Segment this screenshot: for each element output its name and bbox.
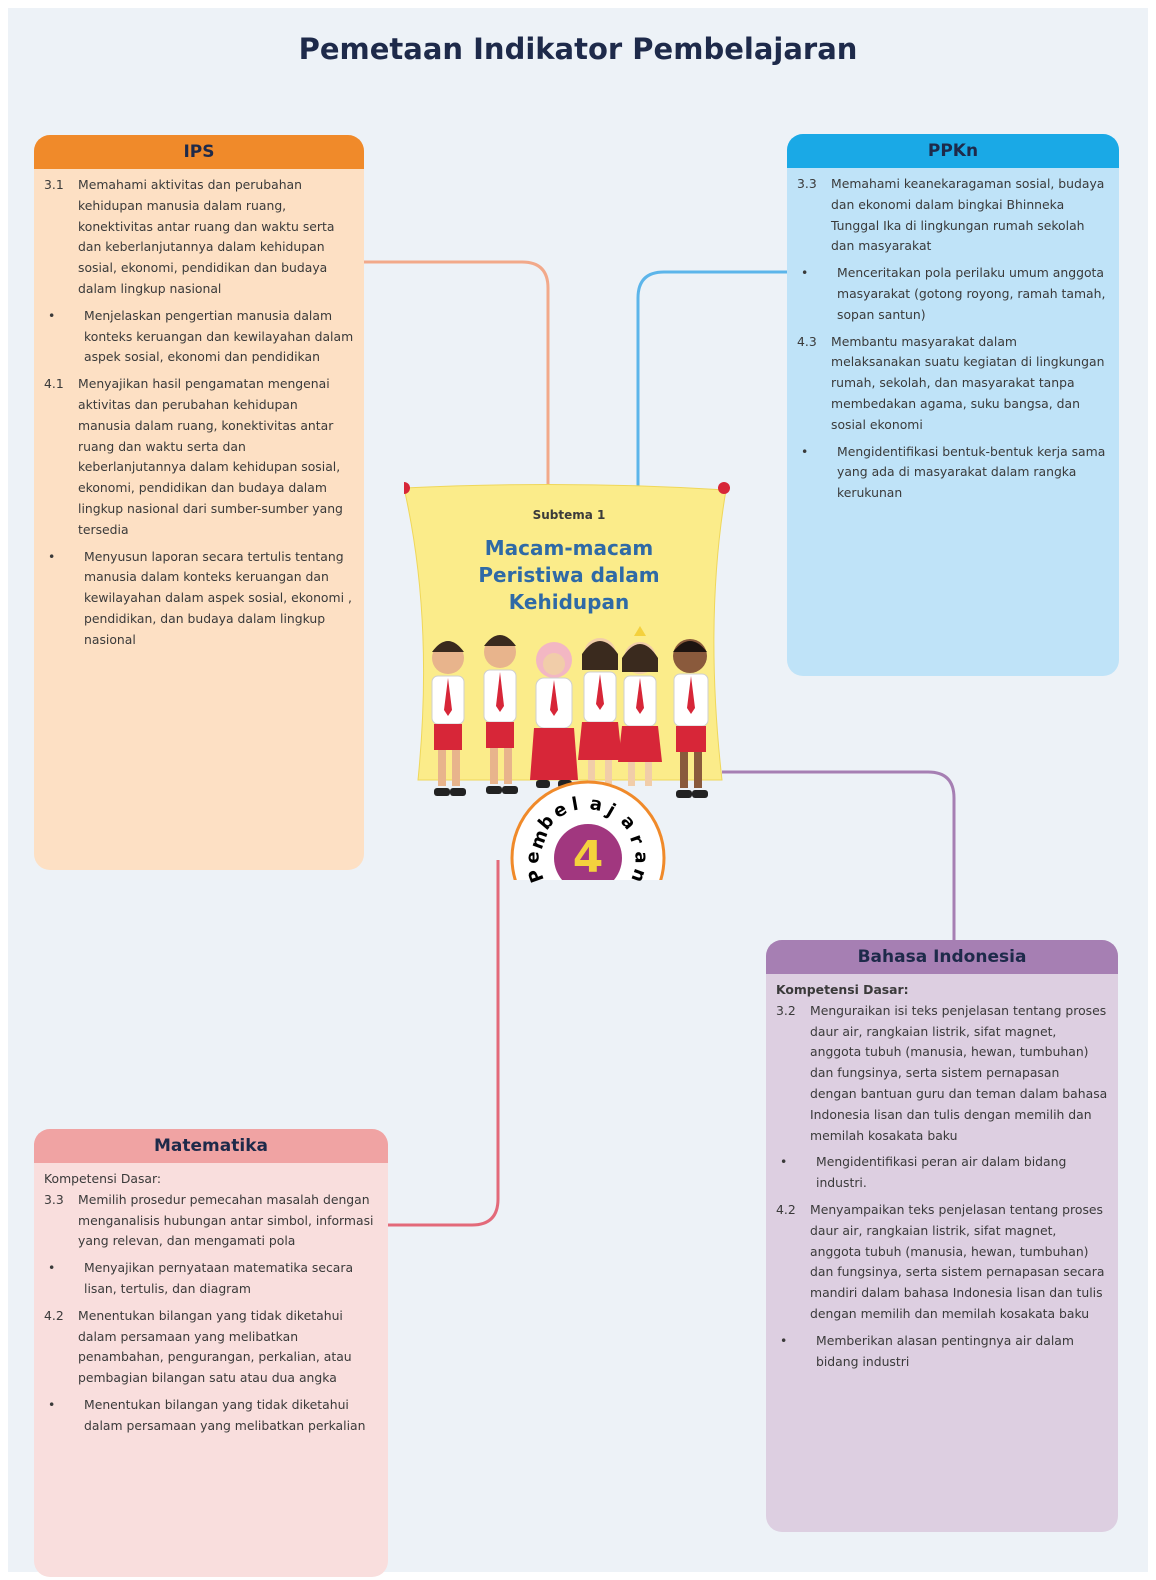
item-text: Memahami aktivitas dan perubahan kehidup… <box>78 177 335 296</box>
item-marker: 3.3 <box>44 1191 64 1207</box>
connector-bahasa <box>722 770 956 940</box>
bahasa-indonesia-box: Bahasa Indonesia Kompetensi Dasar: 3.2 M… <box>766 940 1118 1532</box>
item-marker: • <box>801 443 809 459</box>
matematika-item: • Menyajikan pernyataan matematika secar… <box>44 1258 378 1300</box>
subtema-label: Subtema 1 <box>532 508 606 522</box>
ppkn-item: 3.3 Memahami keanekaragaman sosial, buda… <box>797 174 1109 257</box>
item-marker: • <box>801 265 809 281</box>
item-marker: 4.1 <box>44 376 64 392</box>
connector-matematika <box>388 860 500 1227</box>
item-marker: 4.3 <box>797 333 817 349</box>
child-figure <box>578 638 622 784</box>
pembelajaran-letter: a <box>588 792 605 816</box>
matematika-box: Matematika Kompetensi Dasar: 3.3 Memilih… <box>34 1129 388 1577</box>
pembelajaran-letter: n <box>626 866 651 886</box>
item-marker: • <box>780 1154 788 1170</box>
item-marker: 3.1 <box>44 177 64 192</box>
pembelajaran-badge <box>510 780 666 880</box>
item-text: Membantu masyarakat dalam melaksanakan s… <box>831 333 1105 432</box>
ips-box: IPS 3.1 Memahami aktivitas dan perubahan… <box>34 135 364 870</box>
item-marker: • <box>48 1396 56 1412</box>
connector-ips <box>364 260 550 488</box>
ppkn-item: 4.3 Membantu masyarakat dalam melaksanak… <box>797 332 1109 436</box>
ppkn-item: • Mengidentifikasi bentuk-bentuk kerja s… <box>797 442 1109 504</box>
ips-heading: IPS <box>34 135 364 169</box>
item-marker: • <box>48 1260 56 1276</box>
item-text: Menguraikan isi teks penjelasan tentang … <box>810 1002 1108 1143</box>
item-marker: 4.2 <box>44 1307 64 1323</box>
matematika-heading: Matematika <box>34 1129 388 1163</box>
bahasa-indonesia-item: • Memberikan alasan pentingnya air dalam… <box>776 1331 1108 1373</box>
matematika-item: • Menentukan bilangan yang tidak diketah… <box>44 1395 378 1437</box>
item-marker: • <box>48 548 56 564</box>
child-figure <box>673 639 709 798</box>
bahasa-indonesia-item: • Mengidentifikasi peran air dalam bidan… <box>776 1152 1108 1194</box>
pembelajaran-letter: e <box>522 851 544 864</box>
item-text: Menentukan bilangan yang tidak diketahui… <box>78 1307 352 1386</box>
pembelajaran-letter: j <box>603 800 620 822</box>
ips-item: 4.1 Menyajikan hasil pengamatan mengenai… <box>44 374 354 540</box>
item-text: Memahami keanekaragaman sosial, budaya d… <box>831 176 1105 254</box>
item-text: Menjelaskan pengertian manusia dalam kon… <box>84 307 354 365</box>
child-figure <box>530 642 578 788</box>
item-marker: • <box>780 1332 788 1348</box>
item-text: Mengidentifikasi bentuk-bentuk kerja sam… <box>837 443 1106 501</box>
item-marker: 3.3 <box>797 176 817 191</box>
item-text: Menyusun laporan secara tertulis tentang… <box>84 548 352 647</box>
ips-item: • Menyusun laporan secara tertulis tenta… <box>44 547 354 651</box>
matematika-item: 4.2 Menentukan bilangan yang tidak diket… <box>44 1306 378 1389</box>
item-marker: 4.2 <box>776 1201 796 1217</box>
ips-item: 3.1 Memahami aktivitas dan perubahan keh… <box>44 175 354 300</box>
subtema-title: Macam-macam Peristiwa dalam Kehidupan <box>444 535 694 616</box>
pembelajaran-letter: P <box>524 866 549 886</box>
item-marker: • <box>48 307 56 323</box>
subtema-title-line: Macam-macam <box>484 536 654 560</box>
bahasa-indonesia-item: 3.2 Menguraikan isi teks penjelasan tent… <box>776 1001 1108 1147</box>
ips-item: • Menjelaskan pengertian manusia dalam k… <box>44 306 354 368</box>
item-text: Menceritakan pola perilaku umum anggota … <box>837 265 1106 322</box>
matematika-body: Kompetensi Dasar: 3.3 Memilih prosedur p… <box>34 1163 388 1437</box>
bahasa-indonesia-body: Kompetensi Dasar: 3.2 Menguraikan isi te… <box>766 974 1118 1372</box>
pembelajaran-number: 4 <box>572 832 604 883</box>
item-text: Memberikan alasan pentingnya air dalam b… <box>816 1332 1074 1369</box>
item-marker: 3.2 <box>776 1002 796 1018</box>
pin-icon <box>404 482 410 494</box>
subtema-title-line: Kehidupan <box>508 590 630 614</box>
item-text: Menentukan bilangan yang tidak diketahui… <box>84 1396 366 1433</box>
matematika-item: 3.3 Memilih prosedur pemecahan masalah d… <box>44 1190 378 1252</box>
ppkn-heading: PPKn <box>787 134 1119 168</box>
item-text: Memilih prosedur pemecahan masalah denga… <box>78 1191 374 1249</box>
ips-body: 3.1 Memahami aktivitas dan perubahan keh… <box>34 169 364 651</box>
child-figure <box>618 626 662 786</box>
pembelajaran-letter: l <box>569 793 580 816</box>
page-title: Pemetaan Indikator Pembelajaran <box>298 32 858 66</box>
poster-illustration <box>404 482 730 880</box>
subtema-poster: Subtema 1 Macam-macam Peristiwa dalam Ke… <box>404 480 734 886</box>
item-text: Menyajikan hasil pengamatan mengenai akt… <box>78 376 343 537</box>
kompetensi-dasar-label: Kompetensi Dasar: <box>776 982 909 997</box>
item-text: Menyampaikan teks penjelasan tentang pro… <box>810 1201 1105 1321</box>
item-text: Mengidentifikasi peran air dalam bidang … <box>816 1154 1067 1191</box>
pembelajaran-letter: a <box>616 811 641 835</box>
subtema-title-line: Peristiwa dalam <box>478 563 660 587</box>
bahasa-indonesia-item: 4.2 Menyampaikan teks penjelasan tentang… <box>776 1200 1108 1325</box>
child-figure <box>431 641 466 796</box>
ppkn-box: PPKn 3.3 Memahami keanekaragaman sosial,… <box>787 134 1119 676</box>
connector-ppkn <box>636 270 787 488</box>
child-figure <box>483 635 518 794</box>
pembelajaran-letter: r <box>624 831 648 847</box>
children-illustration <box>431 626 709 798</box>
pin-icon <box>718 482 730 494</box>
pembelajaran-letter: a <box>630 851 652 864</box>
kompetensi-dasar-label: Kompetensi Dasar: <box>44 1171 162 1186</box>
item-text: Menyajikan pernyataan matematika secara … <box>84 1260 354 1296</box>
bahasa-indonesia-heading: Bahasa Indonesia <box>766 940 1118 974</box>
ppkn-body: 3.3 Memahami keanekaragaman sosial, buda… <box>787 168 1119 504</box>
ppkn-item: • Menceritakan pola perilaku umum anggot… <box>797 263 1109 325</box>
